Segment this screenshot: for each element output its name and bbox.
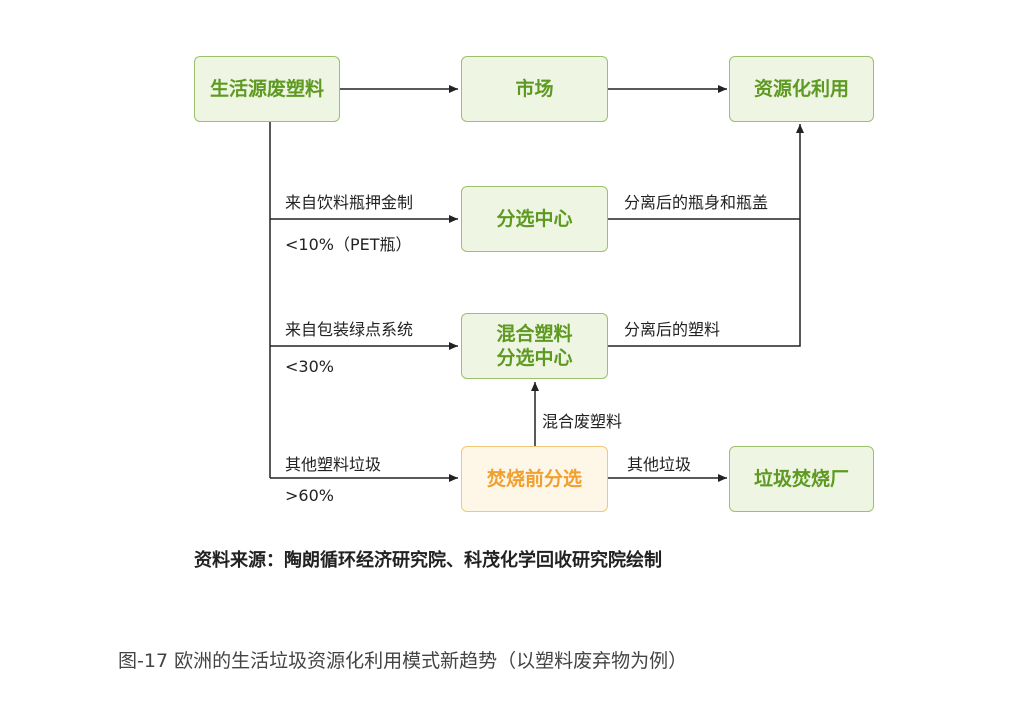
label-other-waste-pct: >60% — [285, 486, 334, 505]
node-sorting-center: 分选中心 — [461, 186, 608, 252]
node-incineration-plant: 垃圾焚烧厂 — [729, 446, 874, 512]
node-market: 市场 — [461, 56, 608, 122]
label-from-green-dot-pct: <30% — [285, 357, 334, 376]
label-other-garbage: 其他垃圾 — [627, 455, 692, 474]
label-mixed-waste: 混合废塑料 — [542, 412, 623, 431]
label-from-deposit-pct: <10%（PET瓶） — [285, 235, 412, 254]
figure-caption: 图-17 欧洲的生活垃圾资源化利用模式新趋势（以塑料废弃物为例） — [118, 650, 688, 672]
label-separated-plastic: 分离后的塑料 — [624, 320, 721, 339]
connector-plastic-to-resource — [608, 124, 804, 347]
label-other-waste: 其他塑料垃圾 — [285, 455, 382, 474]
node-mixed-line2: 分选中心 — [496, 347, 573, 369]
node-domestic-plastic: 生活源废塑料 — [194, 56, 340, 122]
source-note: 资料来源：陶朗循环经济研究院、科茂化学回收研究院绘制 — [194, 550, 662, 571]
node-resource-use: 资源化利用 — [729, 56, 874, 122]
node-mixed-plastic-sorting: 混合塑料 分选中心 — [461, 313, 608, 379]
label-from-deposit: 来自饮料瓶押金制 — [285, 193, 414, 212]
node-pre-incineration: 焚烧前分选 — [461, 446, 608, 512]
label-separated-bottles: 分离后的瓶身和瓶盖 — [624, 193, 769, 212]
label-from-green-dot: 来自包装绿点系统 — [285, 320, 414, 339]
node-mixed-line1: 混合塑料 — [496, 323, 573, 345]
